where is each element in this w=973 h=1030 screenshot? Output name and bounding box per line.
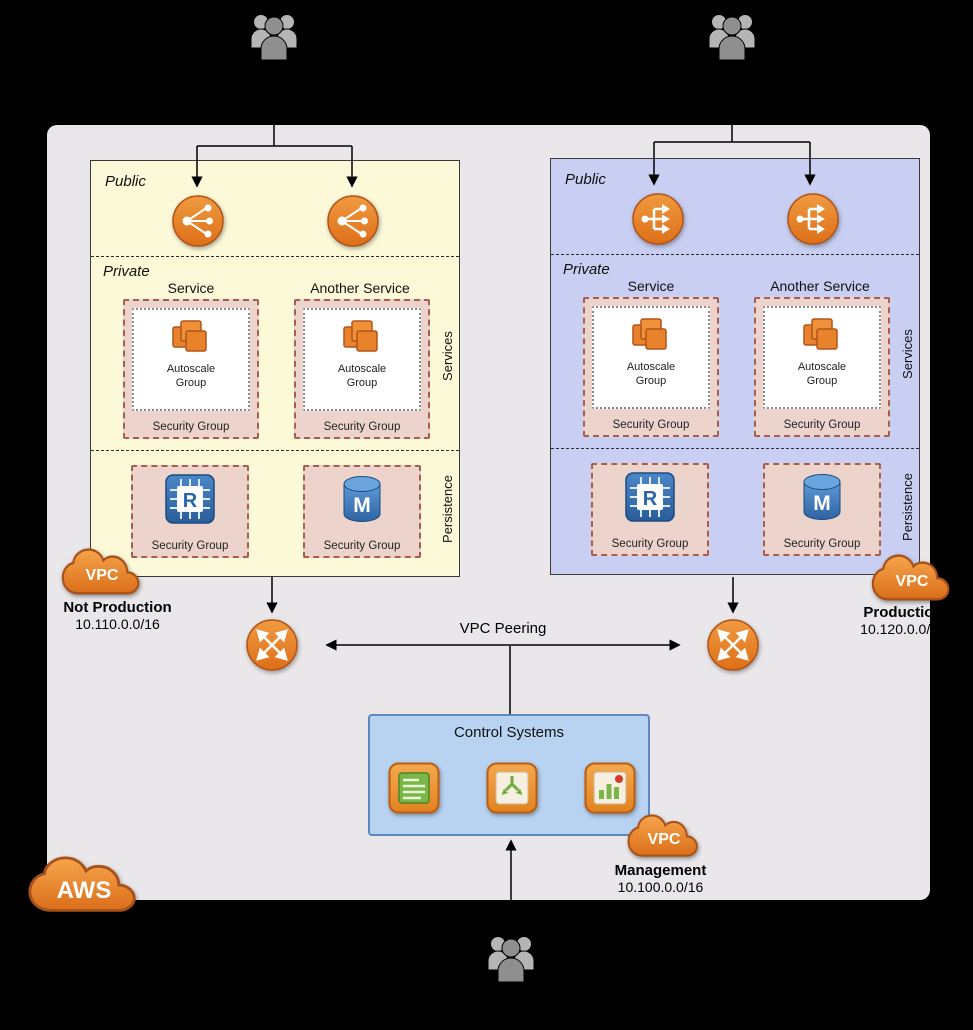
- users-icon: [481, 932, 541, 984]
- security-group-label: Security Group: [783, 538, 861, 550]
- autoscale-group-box: Autoscale Group: [132, 308, 250, 411]
- database-icon: M: [797, 472, 847, 522]
- svg-text:M: M: [353, 494, 371, 517]
- svg-text:R: R: [643, 488, 658, 510]
- public-private-divider: [91, 256, 459, 257]
- users-icon: [702, 10, 762, 62]
- vpc-name: Production: [863, 604, 943, 621]
- aws-label: AWS: [56, 876, 112, 904]
- vpc-cidr: 10.110.0.0/16: [75, 616, 160, 632]
- vpc-peering-label: VPC Peering: [459, 620, 547, 637]
- database-icon: M: [337, 474, 387, 524]
- security-group-box: Autoscale Group Security Group: [294, 299, 430, 439]
- security-group-label: Security Group: [612, 419, 690, 431]
- security-group-box: Autoscale Group Security Group: [583, 297, 719, 437]
- services-persistence-divider: [551, 448, 919, 449]
- security-group-box: M Security Group: [763, 463, 881, 556]
- control-systems-box: Control Systems: [368, 714, 650, 836]
- private-zone-label: Private: [563, 261, 610, 278]
- vpc-cloud-icon: VPC: [626, 814, 702, 860]
- autoscale-group-box: Autoscale Group: [592, 306, 710, 409]
- vpc-cloud-icon: VPC: [870, 554, 954, 604]
- load-balancer-icon: [787, 193, 839, 245]
- autoscale-group-box: Autoscale Group: [763, 306, 881, 409]
- vpc-production: Public Private Service A: [550, 158, 920, 575]
- vpc-cloud-icon: VPC: [60, 548, 144, 598]
- persistence-section-label: Persistence: [900, 473, 915, 541]
- private-zone-label: Private: [103, 263, 150, 280]
- autoscale-group-label: Autoscale Group: [166, 363, 216, 389]
- vpc-not-production: Public Private Service Another Service: [90, 160, 460, 577]
- services-persistence-divider: [91, 450, 459, 451]
- security-group-box: Autoscale Group Security Group: [123, 299, 259, 439]
- monitoring-chart-icon: [584, 762, 636, 814]
- public-zone-label: Public: [105, 173, 146, 190]
- elasticache-redis-icon: R: [625, 472, 675, 522]
- autoscale-group-box: Autoscale Group: [303, 308, 421, 411]
- public-private-divider: [551, 254, 919, 255]
- svg-text:R: R: [183, 490, 198, 512]
- load-balancer-icon: [632, 193, 684, 245]
- public-zone-label: Public: [565, 171, 606, 188]
- autoscale-instances-icon: [803, 318, 838, 350]
- users-icon: [244, 10, 304, 62]
- service-title: Another Service: [310, 280, 410, 296]
- aws-cloud-icon: AWS: [26, 856, 142, 916]
- vpc-cloud-label: VPC: [647, 830, 681, 848]
- management-caption: Management 10.100.0.0/16: [588, 862, 733, 895]
- service-title: Service: [627, 278, 675, 294]
- vpc-peering-router-icon: [707, 619, 759, 671]
- vpc-cloud-label: VPC: [85, 567, 119, 584]
- vpc-name: Not Production: [63, 599, 172, 616]
- vpc-caption: Production 10.120.0.0/16: [833, 604, 973, 637]
- config-template-icon: [388, 762, 440, 814]
- security-group-label: Security Group: [151, 540, 229, 552]
- persistence-section-label: Persistence: [440, 475, 455, 543]
- load-balancer-icon: [172, 195, 224, 247]
- load-balancer-icon: [327, 195, 379, 247]
- management-name: Management: [614, 862, 707, 879]
- security-group-box: Autoscale Group Security Group: [754, 297, 890, 437]
- services-section-label: Services: [440, 331, 455, 381]
- security-group-label: Security Group: [783, 419, 861, 431]
- autoscale-instances-icon: [632, 318, 667, 350]
- services-section-label: Services: [900, 329, 915, 379]
- vpc-cidr: 10.120.0.0/16: [860, 621, 946, 637]
- autoscale-group-label: Autoscale Group: [797, 361, 847, 387]
- security-group-box: M Security Group: [303, 465, 421, 558]
- control-systems-title: Control Systems: [453, 724, 565, 741]
- autoscale-group-label: Autoscale Group: [626, 361, 676, 387]
- service-title: Another Service: [770, 278, 870, 294]
- security-group-label: Security Group: [323, 540, 401, 552]
- security-group-label: Security Group: [323, 421, 401, 433]
- service-title: Service: [167, 280, 215, 296]
- autoscale-instances-icon: [172, 320, 207, 352]
- autoscale-instances-icon: [343, 320, 378, 352]
- security-group-box: R Security Group: [131, 465, 249, 558]
- management-cidr: 10.100.0.0/16: [617, 879, 704, 895]
- vpc-peering-router-icon: [246, 619, 298, 671]
- elasticache-redis-icon: R: [165, 474, 215, 524]
- security-group-label: Security Group: [152, 421, 230, 433]
- vpc-cloud-label: VPC: [895, 573, 929, 590]
- vpc-caption: Not Production 10.110.0.0/16: [45, 599, 190, 632]
- security-group-label: Security Group: [611, 538, 689, 550]
- deploy-branch-icon: [486, 762, 538, 814]
- svg-text:M: M: [813, 492, 831, 515]
- autoscale-group-label: Autoscale Group: [337, 363, 387, 389]
- security-group-box: R Security Group: [591, 463, 709, 556]
